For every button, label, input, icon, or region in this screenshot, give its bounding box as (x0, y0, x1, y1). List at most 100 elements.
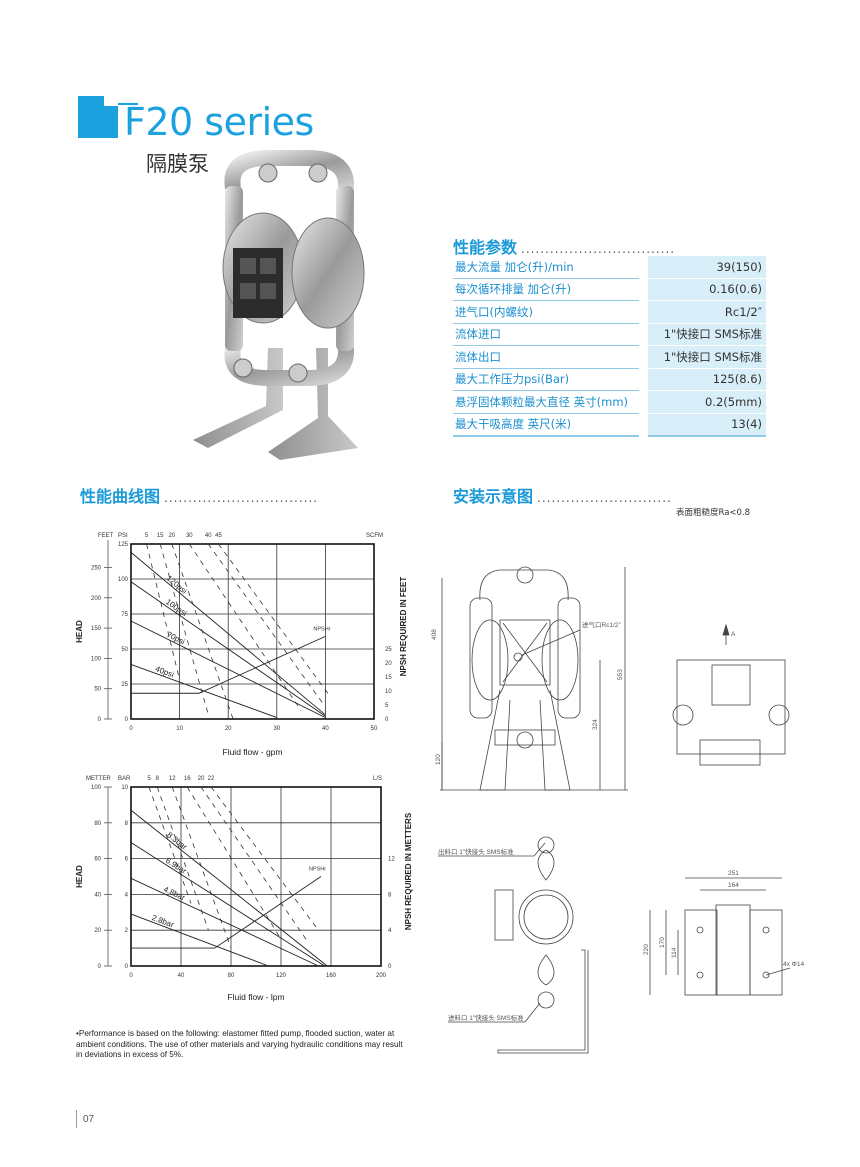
brand-logo-line (118, 103, 138, 105)
dim-height-553: 553 (617, 669, 624, 680)
y-tick-label: 4 (125, 892, 129, 898)
dim-height-408: 408 (431, 629, 438, 640)
npsh-tick-label: 8 (388, 892, 392, 898)
specs-heading-text: 性能参数 (453, 238, 518, 257)
spec-row: 每次循环排量 加仑(升)0.16(0.6) (453, 278, 766, 301)
x-tick-label: 20 (225, 726, 232, 732)
npsh-tick-label: 0 (385, 717, 389, 723)
air-consumption-label: 45 (215, 533, 222, 539)
npsh-tick-label: 0 (388, 964, 392, 970)
spec-value: 0.16(0.6) (648, 278, 766, 301)
x-tick-label: 120 (276, 973, 287, 979)
spec-label: 进气口(内螺纹) (453, 300, 639, 324)
spec-label: 最大干吸高度 英尺(米) (453, 413, 639, 437)
inner-axis-label: BAR (118, 776, 131, 782)
outer-tick-label: 250 (91, 565, 102, 571)
dim-width-251: 251 (728, 870, 739, 877)
x-tick-label: 200 (376, 973, 387, 979)
y2-axis-title: NPSH REQUIRED IN METTERS (404, 812, 413, 930)
x-tick-label: 10 (176, 726, 183, 732)
install-heading-dots: ............................ (537, 491, 672, 505)
air-consumption-curve (200, 786, 307, 940)
air-consumption-label: 5 (147, 776, 151, 782)
spec-row: 悬浮固体颗粒最大直径 英寸(mm)0.2(5mm) (453, 390, 766, 414)
spec-label: 最大流量 加仑(升)/min (453, 256, 639, 279)
outer-tick-label: 80 (94, 821, 101, 827)
x-tick-label: 80 (228, 973, 235, 979)
x-tick-label: 0 (129, 726, 133, 732)
air-consumption-label: 20 (198, 776, 205, 782)
dim-height-324: 324 (592, 719, 599, 730)
inner-axis-label: PSI (118, 533, 128, 539)
y-tick-label: 75 (121, 612, 128, 618)
spec-row: 最大流量 加仑(升)/min 39(150) (453, 256, 766, 279)
pump-product-image (193, 150, 365, 460)
curves-heading-dots: ................................ (164, 491, 319, 505)
air-consumption-curve (148, 786, 192, 904)
air-consumption-label: 30 (186, 533, 193, 539)
view-a-label: A (731, 631, 736, 638)
spec-label: 流体进口 (453, 323, 639, 346)
outer-axis-label: METTER (86, 776, 111, 782)
spec-label: 悬浮固体颗粒最大直径 英寸(mm) (453, 390, 639, 414)
x-tick-label: 50 (371, 726, 378, 732)
spec-label: 最大工作压力psi(Bar) (453, 368, 639, 391)
install-heading: 安装示意图............................ (453, 483, 672, 507)
y-tick-label: 6 (125, 857, 129, 863)
y-tick-label: 50 (121, 647, 128, 653)
page-number-divider (76, 1110, 77, 1128)
air-consumption-label: 40 (205, 533, 212, 539)
dim-height-114: 114 (671, 947, 678, 958)
npsh-curve-label: NPSHr (309, 867, 326, 873)
spec-row: 最大工作压力psi(Bar)125(8.6) (453, 368, 766, 391)
air-consumption-label: 15 (157, 533, 164, 539)
dim-height-220: 220 (643, 944, 650, 955)
y-tick-label: 125 (118, 542, 129, 548)
outer-tick-label: 20 (94, 928, 101, 934)
specs-heading: 性能参数................................ (453, 234, 675, 258)
side-view-drawing (672, 623, 790, 766)
pressure-curve (130, 877, 319, 967)
specs-table: 最大流量 加仑(升)/min 39(150)每次循环排量 加仑(升)0.16(0.… (453, 256, 766, 437)
dim-height-120: 120 (435, 754, 442, 765)
npsh-tick-label: 5 (385, 703, 389, 709)
air-consumption-curve (171, 786, 232, 949)
y-axis-title: HEAD (75, 865, 84, 888)
air-consumption-curve (218, 543, 331, 697)
air-consumption-label: 8 (156, 776, 160, 782)
outer-tick-label: 100 (91, 656, 102, 662)
pressure-curve (130, 620, 326, 719)
npsh-curve-label: NPSHr (313, 626, 330, 632)
plot-frame (130, 786, 382, 967)
spec-value: 39(150) (648, 256, 766, 279)
spec-row: 流体进口 1"快接口 SMS标准 (453, 323, 766, 346)
page-number: 07 (83, 1114, 95, 1125)
spec-value: 1"快接口 SMS标准 (648, 323, 766, 346)
pressure-curve (130, 552, 326, 716)
air-consumption-curve (146, 543, 180, 680)
y-tick-label: 100 (118, 577, 129, 583)
page-title: F20 series (124, 100, 314, 144)
pressure-curve (130, 842, 325, 967)
dim-width-164: 164 (728, 882, 739, 889)
inlet-label: 进料口 1"快接头 SMS标准 (448, 1013, 524, 1022)
plot-frame (130, 543, 375, 720)
y-axis-title: HEAD (75, 620, 84, 643)
base-view-drawing (649, 877, 791, 996)
spec-row: 最大干吸高度 英尺(米)13(4) (453, 413, 766, 437)
performance-footnote: •Performance is based on the following: … (76, 1029, 403, 1059)
mounting-holes-label: 4x Φ14 (783, 961, 804, 968)
y-tick-label: 0 (125, 964, 129, 970)
air-consumption-label: 12 (169, 776, 176, 782)
air-consumption-label: 5 (145, 533, 149, 539)
outer-tick-label: 150 (91, 626, 102, 632)
air-consumption-curve (207, 543, 324, 704)
outer-tick-label: 0 (98, 964, 102, 970)
front-view-drawing (440, 566, 628, 791)
y-tick-label: 25 (121, 682, 128, 688)
y2-axis-title: NPSH REQUIRED IN FEET (399, 577, 408, 677)
npsh-curve (131, 635, 326, 694)
pressure-curve (130, 913, 269, 967)
